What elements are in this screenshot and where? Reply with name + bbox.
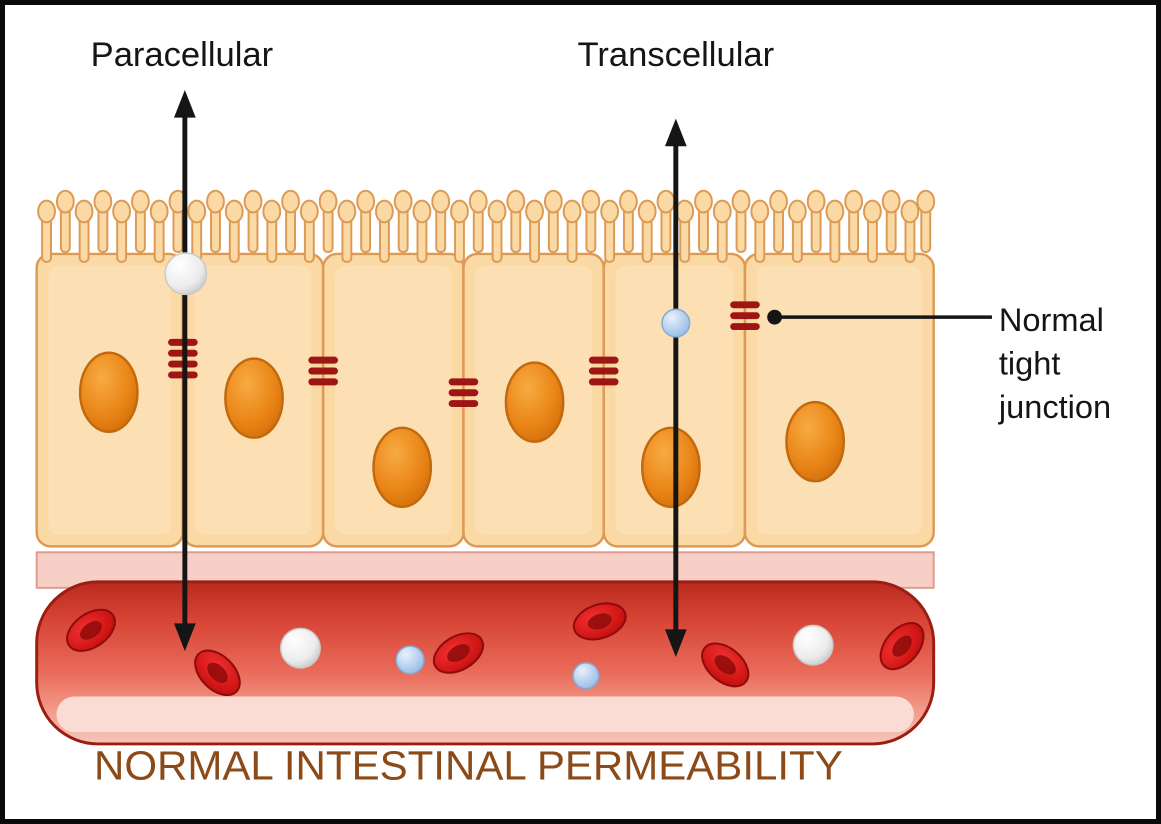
vessel-inner-bottom xyxy=(56,696,914,733)
red-blood-cell xyxy=(879,622,925,671)
cell-nucleus xyxy=(224,357,284,439)
paracellular-particle xyxy=(164,252,208,296)
microvilli xyxy=(37,189,936,263)
cell-nucleus xyxy=(504,361,565,443)
blood-vessel xyxy=(35,551,936,746)
arrowhead-down-icon xyxy=(173,623,196,652)
transcellular-label: Transcellular xyxy=(578,36,775,74)
blood-cells xyxy=(66,602,925,697)
white-particle xyxy=(279,627,321,669)
tight-junction-callout-dot xyxy=(767,309,783,325)
cell-nucleus xyxy=(78,351,139,433)
svg-text:Normal: Normal xyxy=(999,301,1104,338)
diagram-canvas: Paracellular Transcellular Normal tight … xyxy=(35,36,1111,788)
paracellular-label: Paracellular xyxy=(91,36,274,74)
cell-nucleus xyxy=(641,426,701,509)
svg-text:tight: tight xyxy=(999,344,1061,381)
svg-text:junction: junction xyxy=(998,388,1111,425)
white-particle xyxy=(792,624,834,666)
blue-particle xyxy=(572,662,600,690)
paracellular-arrow xyxy=(173,89,196,652)
arrowhead-down-icon xyxy=(664,629,687,657)
tight-junction xyxy=(308,356,338,386)
blue-particle xyxy=(395,645,425,675)
transcellular-arrow xyxy=(664,118,687,657)
red-blood-cell xyxy=(701,642,750,688)
diagram-title: NORMAL INTESTINAL PERMEABILITY xyxy=(94,742,843,788)
cell-nucleus xyxy=(785,400,846,483)
tight-junction-label: Normal tight junction xyxy=(998,301,1111,425)
red-blood-cell xyxy=(194,649,241,697)
arrowhead-up-icon xyxy=(173,89,196,118)
cell-nucleus xyxy=(372,426,433,509)
tight-junction-labeled xyxy=(730,301,760,331)
transcellular-particle xyxy=(661,308,691,338)
red-blood-cell xyxy=(432,632,485,674)
tight-junction xyxy=(588,356,619,386)
tight-junction xyxy=(448,378,479,408)
arrowhead-up-icon xyxy=(664,118,687,147)
red-blood-cell xyxy=(572,602,627,641)
epithelial-cells xyxy=(35,252,935,548)
red-blood-cell xyxy=(66,608,116,652)
cell-nuclei xyxy=(78,351,846,509)
